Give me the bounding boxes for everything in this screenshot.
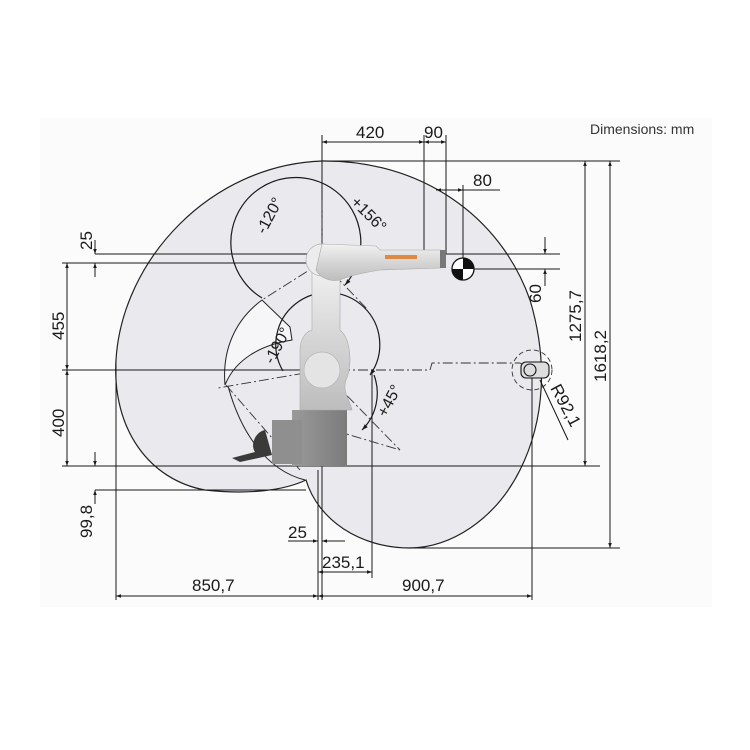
dim-400: 400 [49, 409, 68, 437]
dim-1618-2: 1618,2 [591, 330, 610, 382]
dim-80: 80 [473, 171, 492, 190]
dim-420: 420 [356, 123, 384, 142]
units-label: Dimensions: mm [590, 121, 695, 137]
flange-detail [511, 349, 569, 441]
robot-arm [232, 243, 446, 466]
dim-235-1: 235,1 [322, 553, 365, 572]
kuka-logo [385, 255, 417, 259]
dim-90: 90 [424, 123, 443, 142]
dim-1275-7: 1275,7 [566, 290, 585, 342]
dim-455: 455 [49, 312, 68, 340]
dim-900-7: 900,7 [402, 576, 445, 595]
dimension-lines [65, 140, 612, 598]
dim-850-7: 850,7 [192, 576, 235, 595]
dim-99-8: 99,8 [77, 505, 96, 538]
reference-lines [62, 135, 620, 600]
dim-left-25: 25 [77, 231, 96, 250]
dim-bottom-25: 25 [288, 523, 307, 542]
dim-60: 60 [526, 284, 545, 303]
tcp-marker-icon [451, 257, 475, 281]
